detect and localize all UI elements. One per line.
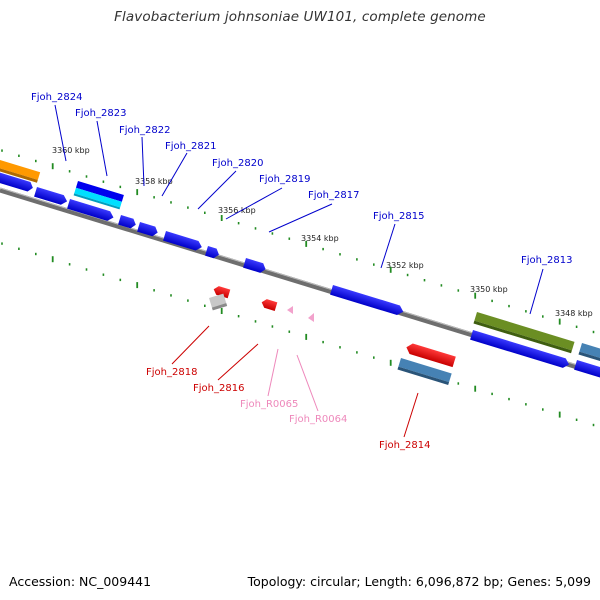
label-fjoh-2823[interactable]: Fjoh_2823: [75, 108, 126, 119]
label-fjoh-r0064[interactable]: Fjoh_R0064: [289, 414, 347, 425]
lower-scale-ticks: [1, 242, 595, 427]
genome-summary-text: Topology: circular; Length: 6,096,872 bp…: [247, 574, 591, 589]
gene-blue-7[interactable]: [205, 246, 220, 259]
gene-steel-right[interactable]: [578, 343, 600, 364]
scale-label-3354: 3354 kbp: [301, 234, 339, 243]
gene-blue-2[interactable]: [34, 187, 68, 206]
gene-fjoh-2814-red[interactable]: [405, 342, 456, 368]
scale-label-3352: 3352 kbp: [386, 261, 424, 270]
gene-blue-6[interactable]: [163, 231, 203, 252]
gene-blue-5[interactable]: [137, 222, 159, 237]
label-fjoh-2820[interactable]: Fjoh_2820: [212, 158, 263, 169]
label-fjoh-2815[interactable]: Fjoh_2815: [373, 211, 424, 222]
gene-blue-8[interactable]: [243, 258, 267, 274]
label-fjoh-2824[interactable]: Fjoh_2824: [31, 92, 82, 103]
scale-label-3356: 3356 kbp: [218, 206, 256, 215]
label-fjoh-2816[interactable]: Fjoh_2816: [193, 383, 244, 394]
scale-label-3348: 3348 kbp: [555, 309, 593, 318]
map-title: Flavobacterium johnsoniae UW101, complet…: [114, 9, 486, 25]
gene-fjoh-2815[interactable]: [330, 285, 405, 316]
gene-fjoh-2813-olive[interactable]: [473, 312, 575, 354]
gene-fjoh-2823-cyan[interactable]: [73, 181, 124, 210]
reverse-genes: [209, 285, 456, 385]
leader-lines: [54, 104, 544, 438]
gene-fjoh-2814-steel[interactable]: [397, 358, 452, 385]
gene-blue-10[interactable]: [574, 360, 600, 380]
forward-genes: [0, 158, 600, 380]
gene-fjoh-r0064[interactable]: [308, 313, 314, 322]
gene-orange[interactable]: [0, 158, 41, 183]
label-fjoh-2819[interactable]: Fjoh_2819: [259, 174, 310, 185]
label-fjoh-2817[interactable]: Fjoh_2817: [308, 190, 359, 201]
gene-blue-1[interactable]: [0, 172, 34, 193]
scale-labels: 3360 kbp 3358 kbp 3356 kbp 3354 kbp 3352…: [52, 146, 593, 318]
gene-blue-4[interactable]: [118, 215, 137, 230]
gene-fjoh-r0065[interactable]: [287, 306, 293, 314]
scale-label-3360: 3360 kbp: [52, 146, 90, 155]
gene-blue-9[interactable]: [470, 330, 570, 369]
label-fjoh-2818[interactable]: Fjoh_2818: [146, 367, 197, 378]
gene-fjoh-2816[interactable]: [260, 298, 278, 311]
upper-scale-ticks: [1, 149, 595, 334]
gene-labels: Fjoh_2824 Fjoh_2823 Fjoh_2822 Fjoh_2821 …: [31, 92, 572, 451]
scale-label-3358: 3358 kbp: [135, 177, 173, 186]
label-fjoh-2822[interactable]: Fjoh_2822: [119, 125, 170, 136]
gene-blue-3[interactable]: [67, 199, 115, 222]
label-fjoh-r0065[interactable]: Fjoh_R0065: [240, 399, 298, 410]
accession-text: Accession: NC_009441: [9, 574, 152, 589]
label-fjoh-2821[interactable]: Fjoh_2821: [165, 141, 216, 152]
gene-fjoh-2818-gray[interactable]: [209, 293, 228, 311]
scale-label-3350: 3350 kbp: [470, 285, 508, 294]
label-fjoh-2813[interactable]: Fjoh_2813: [521, 255, 572, 266]
label-fjoh-2814[interactable]: Fjoh_2814: [379, 440, 430, 451]
gene-fjoh-2818-red[interactable]: [212, 285, 231, 299]
